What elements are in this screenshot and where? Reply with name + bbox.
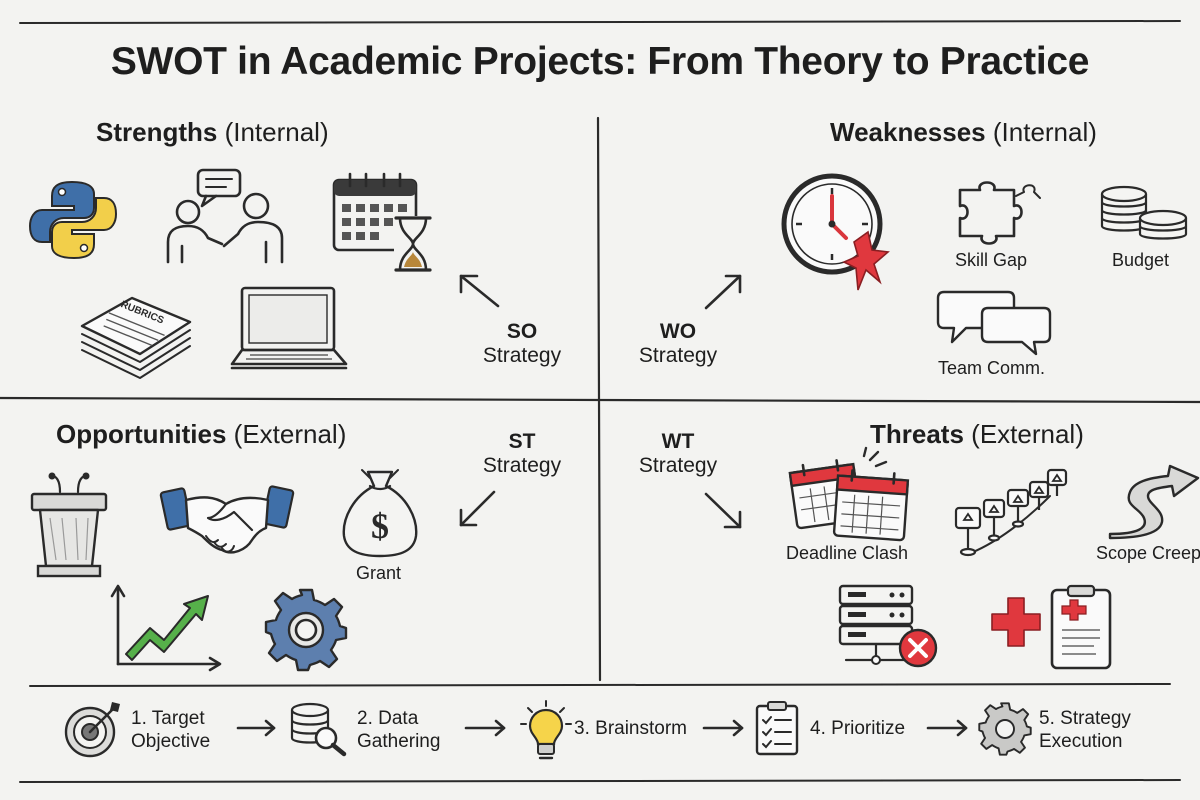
step-1-number: 1. [131,708,147,729]
weaknesses-scope: (Internal) [992,117,1097,147]
threats-heading: Threats (External) [870,419,1084,450]
step-4-line1: Prioritize [831,718,906,739]
team-comm-label: Team Comm. [938,358,1046,378]
strengths-heading: Strengths (Internal) [96,117,329,148]
step-5-number: 5. [1039,708,1055,729]
step-2-number: 2. [357,708,373,729]
database-search-icon [288,700,348,757]
flow-arrow-2-icon [464,719,506,737]
clock-alert-icon [781,172,894,294]
step-5-line1: Strategy [1060,708,1131,729]
so-strategy-text: Strategy [482,344,562,368]
budget-label: Budget [1112,250,1170,270]
step-4-label: 4. Prioritize [810,718,905,741]
flow-arrow-1-icon [236,719,276,737]
calendar-hourglass-icon [330,170,436,274]
step-2-line1: Data [378,708,419,729]
st-arrow-icon [459,490,496,527]
settings-gear-icon [978,702,1032,756]
step-4-number: 4. [810,718,826,739]
checklist-icon [754,700,800,756]
threats-scope: (External) [971,419,1084,449]
deadline-clash-label: Deadline Clash [786,543,909,563]
skill-gap-label: Skill Gap [955,250,1028,270]
rubrics-documents-icon: RUBRICS [78,286,194,382]
opportunities-title: Opportunities [56,419,227,449]
opportunities-heading: Opportunities (External) [56,419,347,450]
st-code: ST [508,430,536,453]
step-3-label: 3. Brainstorm [574,718,687,741]
strengths-scope: (Internal) [224,117,329,147]
medical-clipboard-icon [990,584,1114,670]
coins-stack-icon [1098,182,1190,244]
page-title: SWOT in Academic Projects: From Theory t… [110,40,1090,83]
wo-code: WO [659,320,697,343]
handshake-icon [159,484,295,560]
step-1-line2: Objective [131,730,211,752]
dollar-sign: $ [371,506,389,546]
so-arrow-icon [459,274,500,308]
scope-creep-label: Scope Creep [1096,543,1200,563]
step-3-number: 3. [574,718,590,739]
step-3-line1: Brainstorm [595,718,687,739]
flow-arrow-4-icon [926,719,968,737]
puzzle-piece-icon [954,176,1042,246]
opportunities-scope: (External) [233,419,347,449]
python-logo-icon [28,178,118,262]
step-1-line1: Target [151,708,205,729]
flow-arrow-3-icon [702,719,744,737]
winding-road-icon [1108,458,1200,540]
so-code: SO [506,320,538,343]
wt-code: WT [661,430,695,453]
step-2-line2: Gathering [357,730,441,752]
st-strategy-text: Strategy [482,454,562,478]
warning-signposts-icon [950,466,1072,560]
wo-arrow-icon [704,274,742,310]
target-objective-icon [62,698,122,760]
lightbulb-icon [518,700,574,760]
server-error-icon [834,582,942,672]
step-5-line2: Execution [1039,730,1123,752]
wt-strategy-text: Strategy [638,454,718,478]
gear-icon [264,588,348,672]
weaknesses-title: Weaknesses [830,117,986,147]
weaknesses-heading: Weaknesses (Internal) [830,117,1097,148]
calendar-clash-icon [788,446,914,542]
threats-title: Threats [870,419,964,449]
growth-chart-icon [110,584,222,672]
wt-arrow-icon [704,492,742,529]
money-bag-icon: $ [340,466,420,558]
wo-strategy-text: Strategy [638,344,718,368]
grant-label: Grant [356,563,402,583]
team-discussion-icon [162,166,287,266]
podium-icon [26,470,112,580]
laptop-icon [228,284,350,376]
strengths-title: Strengths [96,117,218,147]
chat-bubbles-icon [936,286,1054,356]
